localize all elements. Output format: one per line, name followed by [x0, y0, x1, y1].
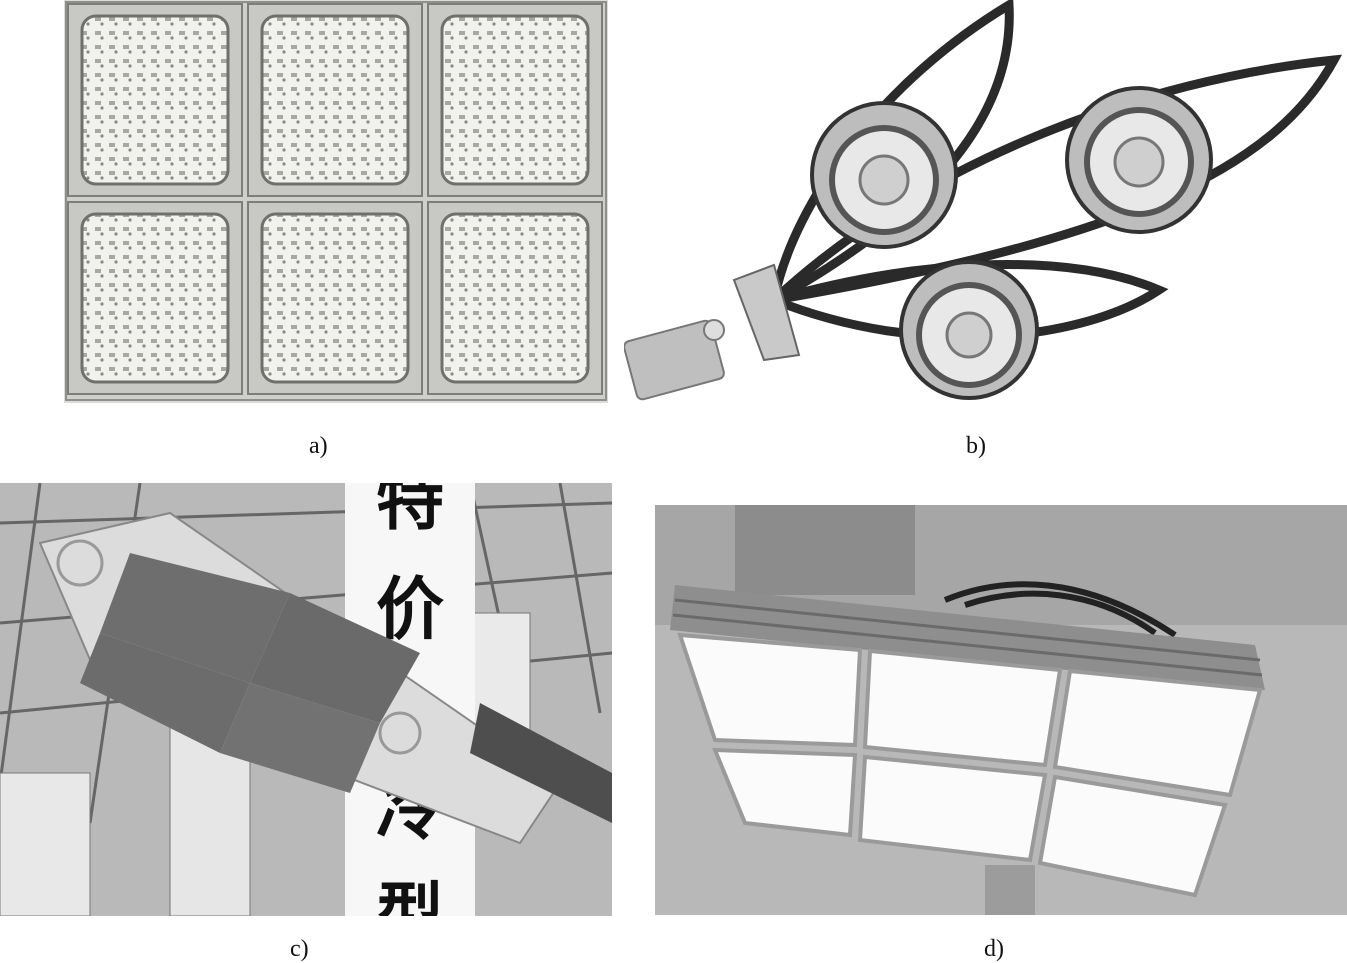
sign-char-4: 型 [376, 876, 444, 916]
led-module-lens [80, 212, 230, 384]
lamp-head-1 [810, 101, 958, 249]
lamp-head-2 [1065, 86, 1213, 234]
support-pole [985, 865, 1035, 915]
led-module-lens [440, 212, 590, 384]
led-module-grid [67, 3, 603, 395]
glowing-led-panel [1037, 774, 1228, 898]
led-module-lens [260, 212, 410, 384]
caption-b: b) [966, 433, 986, 459]
caption-a: a) [309, 433, 328, 459]
glowing-panels [677, 632, 1263, 898]
caption-d: d) [984, 936, 1004, 962]
glowing-led-panel [862, 648, 1063, 768]
cable-bundle [943, 581, 1177, 638]
glowing-led-panel [711, 747, 858, 838]
caption-c: c) [290, 936, 309, 962]
panel-c-image: 特 价 冷 型 [0, 483, 612, 916]
glowing-led-panel [857, 754, 1048, 863]
panel-d-image [655, 505, 1347, 915]
led-module-lens [80, 14, 230, 186]
heatsink-fins [670, 585, 1265, 690]
led-module-lens [440, 14, 590, 186]
sign-char-1: 特 [376, 483, 444, 540]
sign-char-2: 价 [376, 571, 444, 650]
led-module-lens [260, 14, 410, 186]
panel-a-image [64, 0, 608, 403]
lamp-head-3 [899, 260, 1039, 400]
panel-b-image [624, 0, 1344, 405]
pole-mount [624, 263, 801, 401]
glowing-led-panel [677, 632, 863, 748]
glowing-led-panel [1052, 668, 1263, 798]
street-light-body [38, 511, 612, 845]
